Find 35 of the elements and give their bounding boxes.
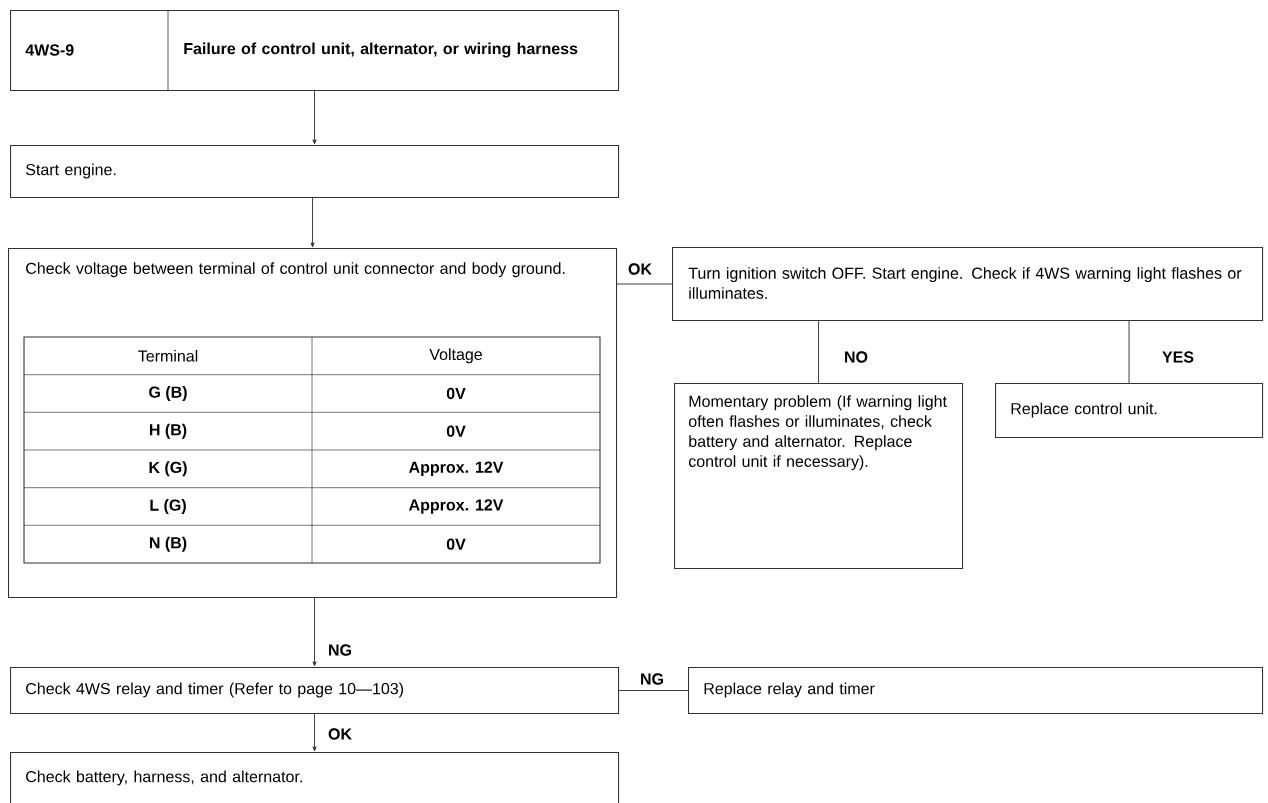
connector <box>312 713 317 752</box>
process-box: Check 4WS relay and timer (Refer to page 10—103) <box>10 667 620 715</box>
edge-label: YES <box>1160 350 1196 364</box>
table-cell: 0V <box>446 425 466 437</box>
table-cell: 0V <box>446 538 466 550</box>
process-box: Check voltage between terminal of control unit connector and body ground. Terminal Voltage G (B) 0V H (B) 0V K (G) Approx. 12V L (G) Approx. 12V N (B) 0V <box>8 248 618 599</box>
process-box: Check battery, harness, and alternator. <box>10 752 620 803</box>
process-box: Replace relay and timer <box>688 667 1264 715</box>
table-cell: 0V <box>446 387 466 400</box>
process-box: Replace control unit. <box>995 383 1264 439</box>
edge-label: OK <box>326 727 354 741</box>
process-box: Turn ignition switch OFF. Start engine. Check if 4WS warning light flashes or illuminates. <box>672 247 1264 322</box>
connector <box>312 597 317 667</box>
edge-label: NG <box>326 643 354 657</box>
table-cell: H (B) <box>149 423 187 439</box>
edge-label: OK <box>626 262 654 276</box>
table-cell: G (B) <box>149 386 187 401</box>
connector <box>818 320 819 384</box>
edge-label: NO <box>842 350 870 364</box>
connector <box>310 197 315 248</box>
process-box: Momentary problem (If warning light often flashes or illuminates, check battery and alternator. Replace control unit if necessary). <box>674 383 964 570</box>
title-box: 4WS-9 Failure of control unit, alternator, or wiring harness <box>10 9 620 92</box>
table-cell: K (G) <box>149 461 187 477</box>
edge-label: NG <box>638 672 666 686</box>
table-header: Voltage <box>429 348 482 364</box>
table-header: Terminal <box>138 349 198 362</box>
connector <box>616 283 673 285</box>
table-cell: L (G) <box>150 499 186 514</box>
process-box: Start engine. <box>10 145 620 199</box>
connector <box>1128 320 1130 384</box>
table-cell: N (B) <box>149 536 187 552</box>
table-cell: Approx. 12V <box>409 461 504 477</box>
table-cell: Approx. 12V <box>409 499 504 514</box>
connector <box>312 90 317 145</box>
connector <box>618 690 689 691</box>
